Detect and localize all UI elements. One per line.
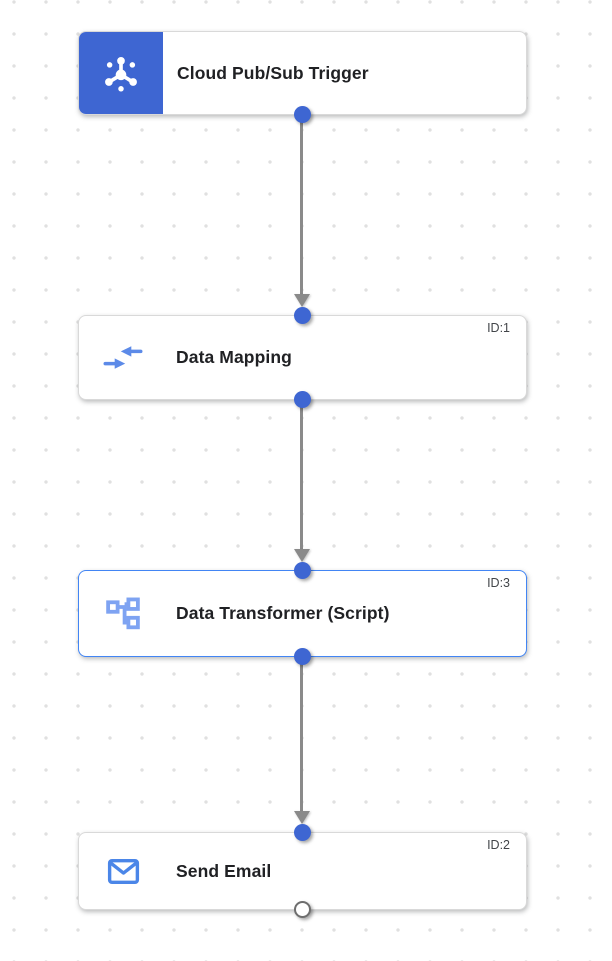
node-send-email[interactable]: Send Email ID:2 xyxy=(78,824,527,918)
data-transformer-output-port[interactable] xyxy=(294,648,311,665)
arrowhead-icon xyxy=(294,811,310,824)
data-transformer-icon xyxy=(106,597,140,629)
edge-data-transformer-to-send-email xyxy=(300,657,303,811)
node-data-mapping[interactable]: Data Mapping ID:1 xyxy=(78,307,527,408)
edge-trigger-to-data-mapping xyxy=(300,115,303,295)
email-icon xyxy=(107,858,139,884)
node-id-badge: ID:2 xyxy=(487,838,510,852)
arrowhead-icon xyxy=(294,549,310,562)
send-email-output-port[interactable] xyxy=(294,901,311,918)
node-title: Cloud Pub/Sub Trigger xyxy=(177,62,369,83)
trigger-accent-panel xyxy=(79,32,163,114)
arrowhead-icon xyxy=(294,294,310,307)
node-title: Send Email xyxy=(176,860,272,881)
node-title: Data Transformer (Script) xyxy=(176,603,390,623)
trigger-output-port[interactable] xyxy=(294,106,311,123)
send-email-input-port[interactable] xyxy=(294,824,311,841)
node-id-badge: ID:1 xyxy=(487,321,510,335)
edge-data-mapping-to-data-transformer xyxy=(300,400,303,549)
data-mapping-icon xyxy=(103,346,143,369)
pubsub-icon xyxy=(105,57,137,92)
node-data-transformer-script[interactable]: Data Transformer (Script) ID:3 xyxy=(78,562,527,665)
data-mapping-input-port[interactable] xyxy=(294,307,311,324)
node-title: Data Mapping xyxy=(176,347,292,367)
node-cloud-pubsub-trigger[interactable]: Cloud Pub/Sub Trigger xyxy=(78,31,527,123)
data-transformer-input-port[interactable] xyxy=(294,562,311,579)
node-id-badge: ID:3 xyxy=(487,576,510,590)
data-mapping-output-port[interactable] xyxy=(294,391,311,408)
